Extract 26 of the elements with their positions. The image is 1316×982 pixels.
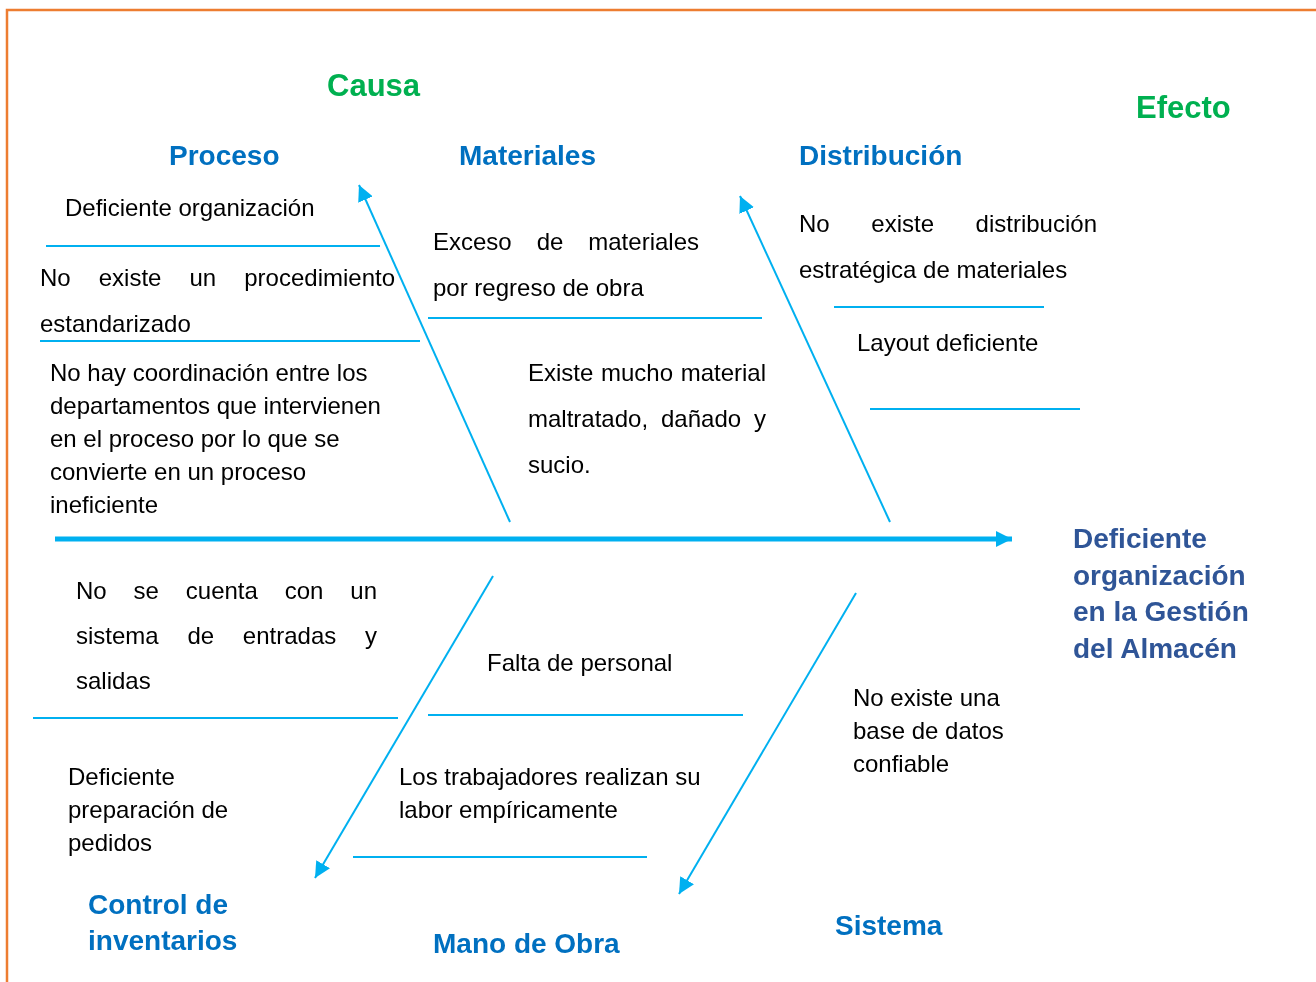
- category-heading: Mano de Obra: [433, 926, 620, 962]
- bone-arrow: [358, 184, 511, 523]
- cause-text: Deficiente preparación de pedidos: [68, 762, 230, 858]
- bone-arrow: [314, 575, 494, 879]
- category-heading: Sistema: [835, 908, 943, 944]
- bone-arrow: [678, 592, 857, 895]
- category-heading: Materiales: [459, 138, 596, 174]
- effect-label: Deficiente organización en la Gestión del Almacén: [1073, 521, 1273, 667]
- cause-text: No se cuenta con un sistema de entradas y salidas: [76, 576, 377, 696]
- cause-text: No existe una base de datos confiable: [853, 683, 1005, 779]
- cause-heading: Causa: [327, 68, 421, 104]
- cause-text: Existe mucho material maltratado, dañado y sucio.: [528, 358, 766, 480]
- cause-text: Falta de personal: [487, 648, 673, 678]
- category-heading: Distribución: [799, 138, 963, 174]
- cause-text: No hay coordinación entre los departamentos que intervienen en el proceso por lo que se convierte en un proceso ineficiente: [50, 358, 382, 520]
- cause-text: Los trabajadores realizan su labor empíricamente: [399, 762, 702, 825]
- cause-text: Deficiente organización: [65, 193, 315, 223]
- cause-text: No existe un procedimiento estandarizado: [40, 263, 395, 339]
- cause-text: Exceso de materiales por regreso de obra: [433, 227, 699, 303]
- bone-arrow: [739, 195, 891, 523]
- cause-text: No existe distribución estratégica de materiales: [799, 209, 1097, 285]
- category-heading: Control de inventarios: [88, 887, 268, 959]
- effect-heading: Efecto: [1136, 90, 1231, 126]
- cause-text: Layout deficiente: [857, 328, 1039, 358]
- spine-arrow: [55, 531, 1012, 547]
- category-heading: Proceso: [169, 138, 280, 174]
